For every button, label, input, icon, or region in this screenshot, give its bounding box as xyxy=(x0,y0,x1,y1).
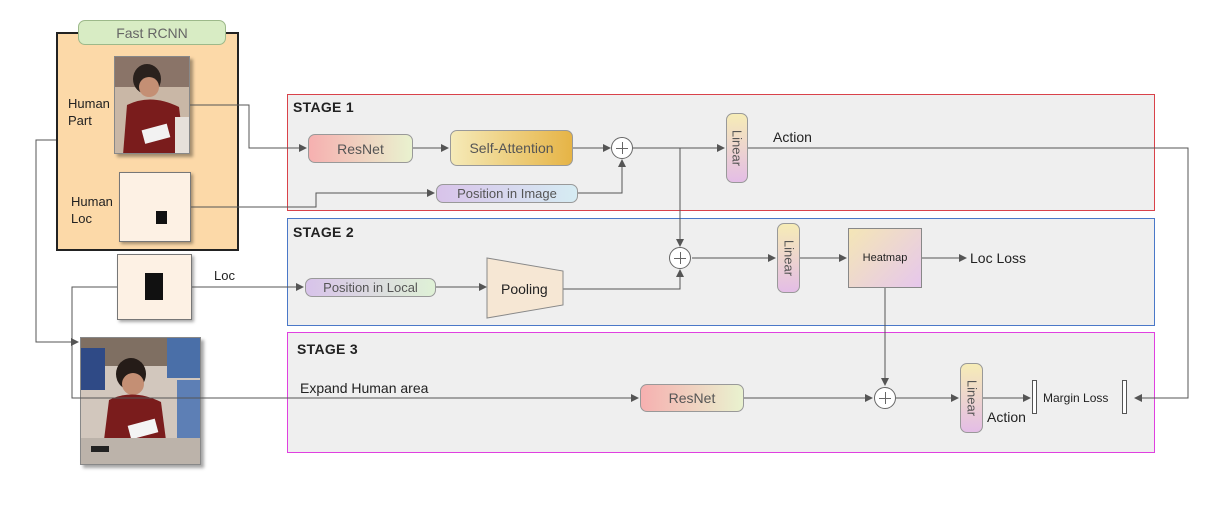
stage-3-title: STAGE 3 xyxy=(297,341,358,357)
fast-rcnn-title: Fast RCNN xyxy=(78,20,226,45)
expand-human-area-label: Expand Human area xyxy=(300,380,429,396)
stage1-linear-box: Linear xyxy=(726,113,748,183)
stage2-linear-label: Linear xyxy=(781,239,796,277)
stage2-linear-box: Linear xyxy=(777,223,800,293)
margin-loss-label: Margin Loss xyxy=(1043,391,1109,405)
pooling-trapezoid xyxy=(486,257,564,319)
human-part-image xyxy=(114,56,190,154)
stage3-resnet-box: ResNet xyxy=(640,384,744,412)
heatmap-label: Heatmap xyxy=(862,252,908,264)
human-loc-map xyxy=(119,172,191,242)
human-loc-marker xyxy=(156,211,167,224)
position-in-local-box: Position in Local xyxy=(305,278,436,297)
stage3-action-label: Action xyxy=(987,409,1026,425)
stage1-sum-icon xyxy=(611,137,633,159)
stage1-action-label: Action xyxy=(773,129,812,145)
scene-image xyxy=(80,337,201,465)
stage-2-panel xyxy=(287,218,1155,326)
margin-loss-right-bar xyxy=(1122,380,1127,414)
margin-loss-left-bar xyxy=(1032,380,1037,414)
stage2-sum-icon xyxy=(669,247,691,269)
stage1-linear-label: Linear xyxy=(729,129,745,167)
self-attention-box: Self-Attention xyxy=(450,130,573,166)
stage1-resnet-box: ResNet xyxy=(308,134,413,163)
position-in-image-box: Position in Image xyxy=(436,184,578,203)
loc-marker xyxy=(145,273,163,300)
pooling-label: Pooling xyxy=(501,281,548,297)
stage3-sum-icon xyxy=(874,387,896,409)
stage-1-title: STAGE 1 xyxy=(293,99,354,115)
human-part-label: Human Part xyxy=(68,96,110,128)
human-loc-label: Human Loc xyxy=(71,194,113,226)
stage-2-title: STAGE 2 xyxy=(293,224,354,240)
loc-label: Loc xyxy=(214,268,235,283)
loc-loss-label: Loc Loss xyxy=(970,250,1027,266)
stage3-linear-box: Linear xyxy=(960,363,983,433)
stage3-linear-label: Linear xyxy=(964,379,979,417)
heatmap-box: Heatmap xyxy=(848,228,922,288)
